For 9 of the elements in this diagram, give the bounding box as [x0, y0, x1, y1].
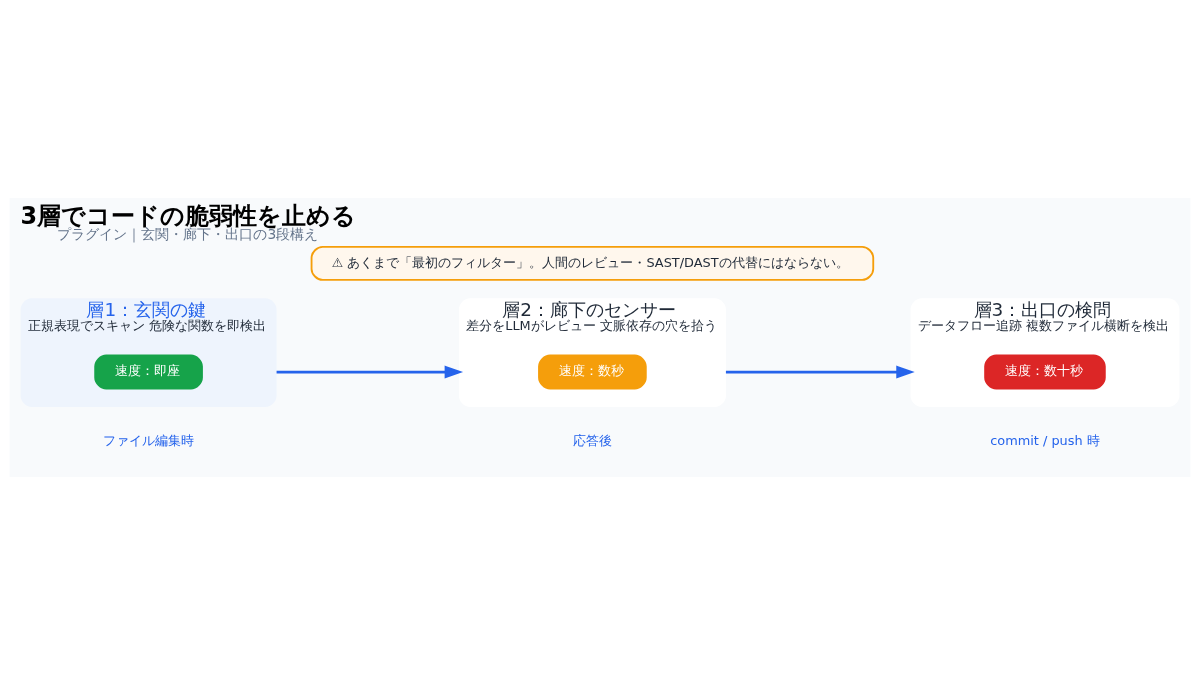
- node-label: 応答後: [572, 433, 612, 449]
- node-box: 速度：即座: [94, 354, 203, 390]
- node-box: 速度：数十秒: [984, 354, 1106, 390]
- node-label: ファイル編集時: [103, 433, 195, 449]
- node-label: commit / push 時: [990, 433, 1100, 449]
- arrow: [276, 365, 464, 379]
- node-box: 速度：数秒: [538, 354, 647, 390]
- arrow: [725, 365, 915, 379]
- node-box: ⚠ あくまで「最初のフィルター」。人間のレビュー・SAST/DASTの代替にはならない。: [310, 245, 875, 281]
